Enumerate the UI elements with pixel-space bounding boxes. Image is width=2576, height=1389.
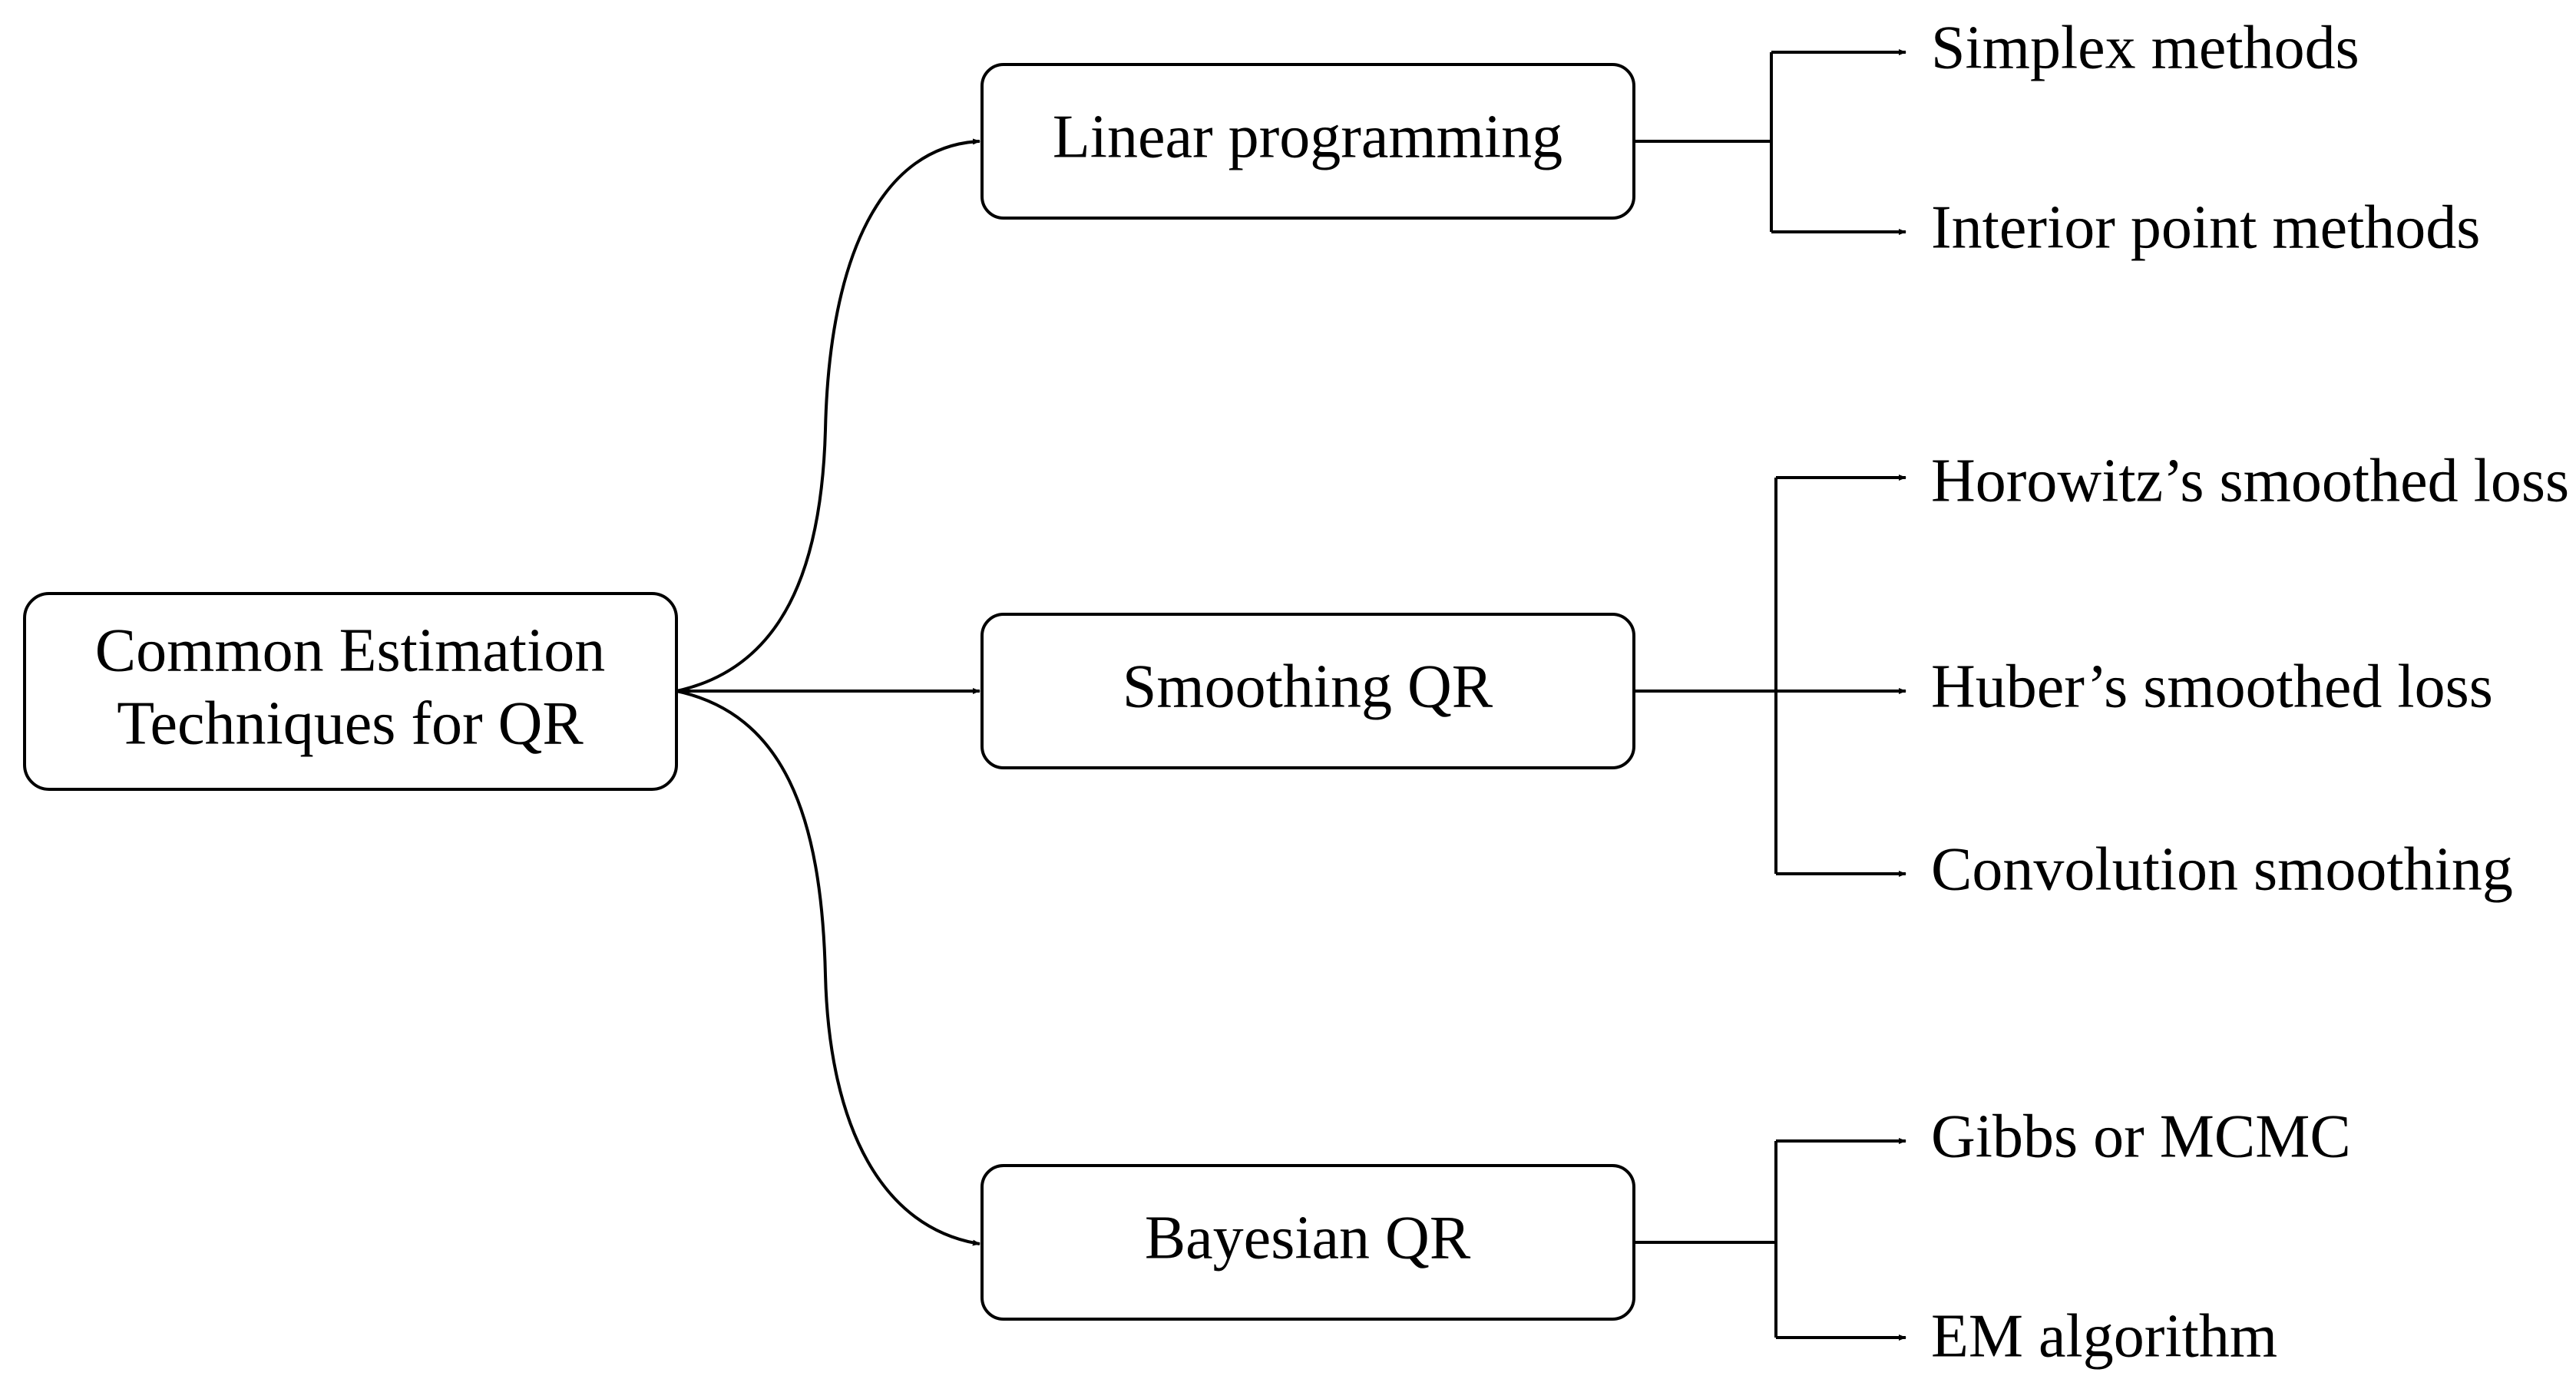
root-label-line2: Techniques for QR (117, 690, 584, 757)
category-smoothing-qr-label: Smoothing QR (1123, 653, 1493, 720)
connector-root-to-linear-programming (676, 138, 980, 693)
bracket-bayesian-qr (1634, 1138, 1906, 1341)
method-gibbs-or-mcmc: Gibbs or MCMC (1931, 1103, 2351, 1170)
root-label-line1: Common Estimation (95, 617, 605, 684)
connector-root-to-bayesian-qr (676, 690, 980, 1246)
category-bayesian-qr: Bayesian QR (980, 1164, 1635, 1321)
method-em-algorithm: EM algorithm (1931, 1302, 2277, 1370)
root-node: Common Estimation Techniques for QR (23, 592, 678, 791)
category-bayesian-qr-label: Bayesian QR (1145, 1204, 1471, 1272)
method-interior-point-methods: Interior point methods (1931, 193, 2480, 261)
category-linear-programming-label: Linear programming (1053, 103, 1562, 170)
bracket-smoothing-qr (1634, 475, 1906, 877)
method-convolution-smoothing: Convolution smoothing (1931, 835, 2513, 903)
method-simplex-methods: Simplex methods (1931, 14, 2359, 81)
category-linear-programming: Linear programming (980, 63, 1635, 220)
bracket-linear-programming (1634, 49, 1906, 235)
method-horowitz-smoothed-loss: Horowitz’s smoothed loss (1931, 447, 2569, 514)
method-huber-smoothed-loss: Huber’s smoothed loss (1931, 653, 2493, 720)
category-smoothing-qr: Smoothing QR (980, 613, 1635, 769)
